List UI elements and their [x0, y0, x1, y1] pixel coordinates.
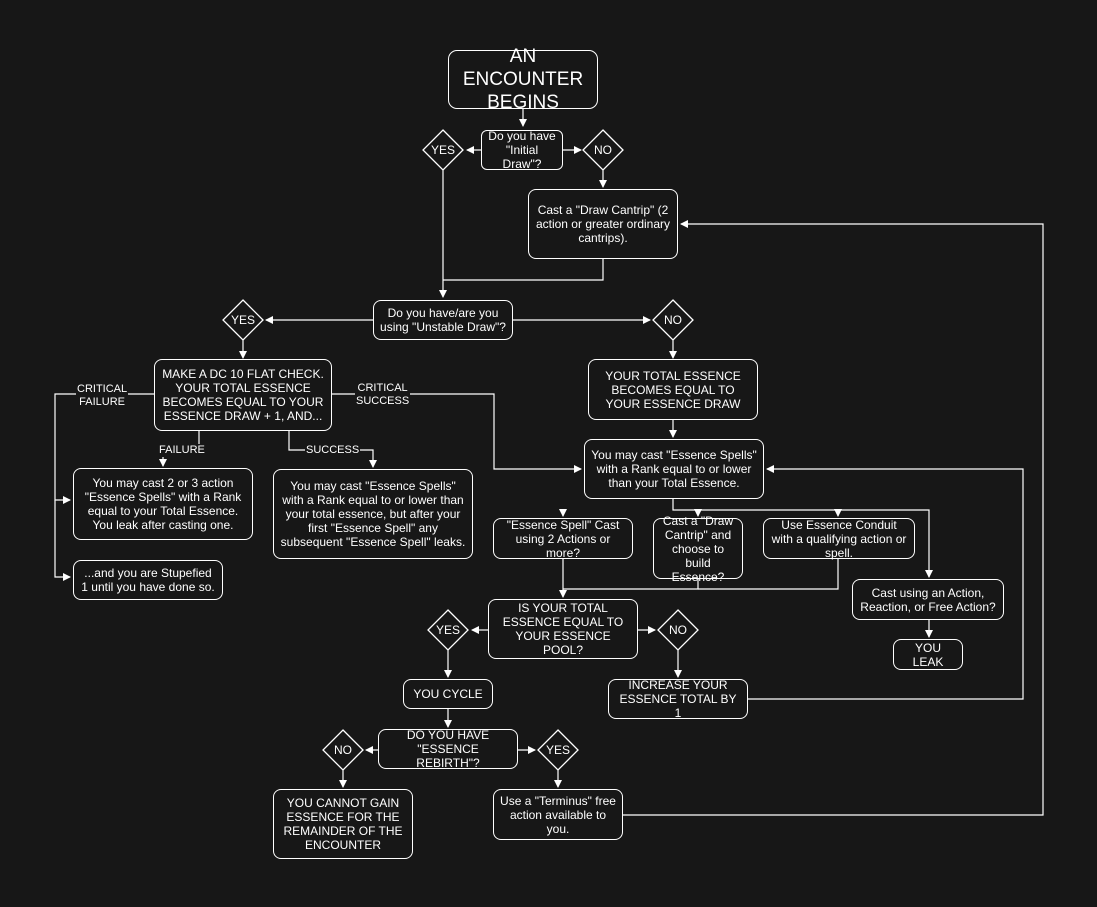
initial-draw-no-label: NO [594, 143, 612, 157]
pool-yes-label: YES [435, 623, 461, 637]
may-cast-essence-spells-node: You may cast "Essence Spells" with a Ran… [584, 439, 764, 499]
rebirth-no-label: NO [334, 743, 352, 757]
success-label: SUCCESS [305, 444, 361, 457]
essence-equals-draw-node: YOUR TOTAL ESSENCE BECOMES EQUAL TO YOUR… [588, 359, 758, 420]
initial-draw-yes-label: YES [430, 143, 456, 157]
draw-cantrip-build-question: Cast a "Draw Cantrip" and choose to buil… [653, 514, 743, 584]
essence-rebirth-question: DO YOU HAVE "ESSENCE REBIRTH"? [378, 728, 518, 770]
cast-draw-cantrip-node: Cast a "Draw Cantrip" (2 action or great… [528, 189, 678, 259]
decision-diamond [582, 129, 624, 171]
unstable-draw-yes-label: YES [230, 313, 256, 327]
encounter-begins-node: AN ENCOUNTER BEGINS [448, 46, 598, 113]
failure-result-node: You may cast 2 or 3 action "Essence Spel… [73, 468, 253, 540]
initial-draw-question: Do you have "Initial Draw"? [481, 129, 563, 171]
increase-essence-node: INCREASE YOUR ESSENCE TOTAL BY 1 [608, 678, 748, 720]
decision-diamond [652, 299, 694, 341]
decision-diamond [427, 609, 469, 651]
connector [332, 393, 582, 473]
flat-check-node: MAKE A DC 10 FLAT CHECK. YOUR TOTAL ESSE… [154, 359, 332, 431]
decision-diamond [222, 299, 264, 341]
connector [623, 220, 1044, 816]
decision-diamond [657, 609, 699, 651]
you-cycle-node: YOU CYCLE [403, 679, 493, 709]
decision-diamond [322, 729, 364, 771]
pool-no-label: NO [669, 623, 687, 637]
terminus-node: Use a "Terminus" free action available t… [493, 789, 623, 840]
connector [748, 465, 1024, 700]
failure-label: FAILURE [158, 444, 206, 457]
unstable-draw-no-label: NO [664, 313, 682, 327]
critical-success-label: CRITICAL SUCCESS [355, 382, 411, 408]
critical-failure-label: CRITICAL FAILURE [76, 383, 129, 409]
connector [698, 559, 839, 590]
total-equal-pool-question: IS YOUR TOTAL ESSENCE EQUAL TO YOUR ESSE… [488, 599, 638, 659]
rebirth-yes-label: YES [545, 743, 571, 757]
you-leak-node: YOU LEAK [893, 639, 963, 670]
connector [54, 500, 71, 581]
spell-two-actions-question: "Essence Spell" Cast using 2 Actions or … [493, 518, 633, 560]
cannot-gain-essence-node: YOU CANNOT GAIN ESSENCE FOR THE REMAINDE… [273, 789, 413, 859]
connector [443, 259, 604, 281]
success-result-node: You may cast "Essence Spells" with a Ran… [273, 469, 473, 559]
decision-diamond [537, 729, 579, 771]
connector [672, 499, 933, 578]
stupefied-node: ...and you are Stupefied 1 until you hav… [73, 560, 223, 600]
unstable-draw-question: Do you have/are you using "Unstable Draw… [373, 300, 513, 340]
action-reaction-question: Cast using an Action, Reaction, or Free … [852, 579, 1004, 620]
decision-diamond [422, 129, 464, 171]
essence-conduit-node: Use Essence Conduit with a qualifying ac… [763, 518, 915, 560]
